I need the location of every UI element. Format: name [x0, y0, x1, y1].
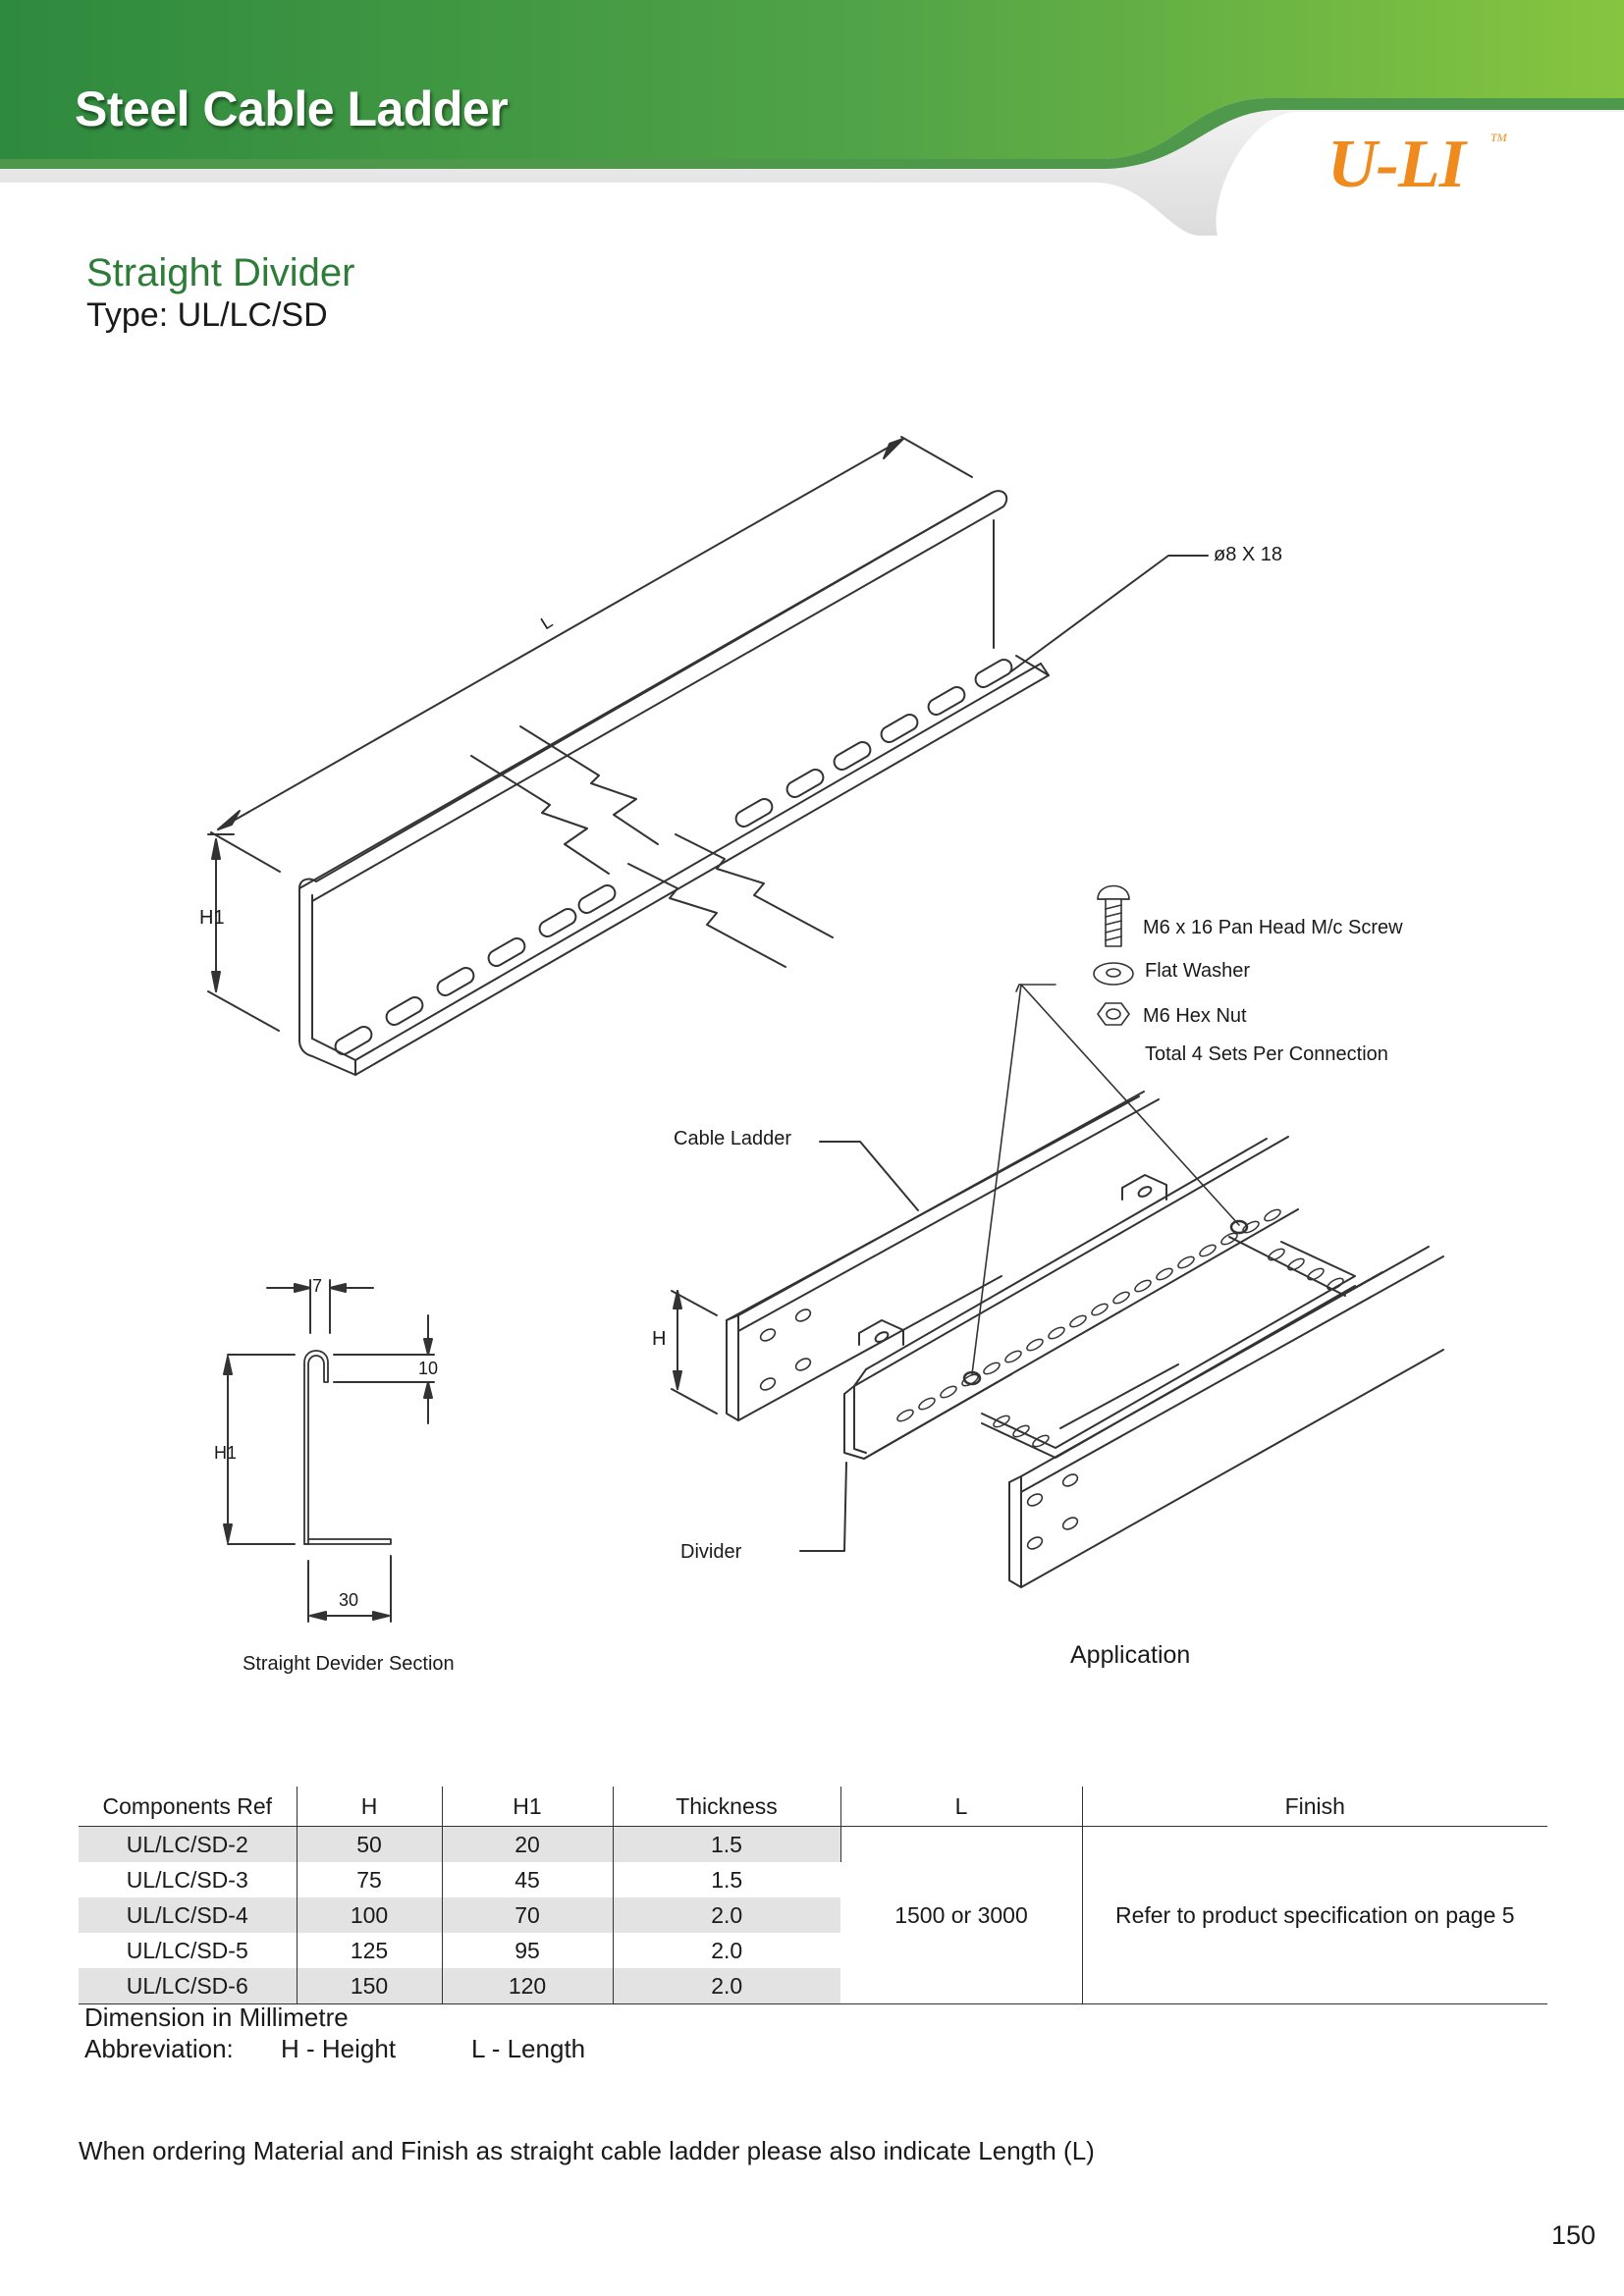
spec-table: Components Ref H H1 Thickness L Finish U… — [79, 1787, 1547, 2004]
slot-size-label: ø8 X 18 — [1214, 544, 1283, 565]
dimension-note: Dimension in Millimetre — [84, 2002, 349, 2032]
cell-thickness: 1.5 — [613, 1826, 841, 1862]
section-dimension-7: 7 — [312, 1276, 323, 1296]
col-header-components-ref: Components Ref — [79, 1787, 298, 1827]
slot-holes-left — [334, 884, 617, 1055]
abbreviation-height: H - Height — [281, 2034, 397, 2063]
cell-ref: UL/LC/SD-4 — [79, 1897, 298, 1933]
cell-ref: UL/LC/SD-2 — [79, 1826, 298, 1862]
divider-section-drawing — [223, 1279, 435, 1623]
sets-label: Total 4 Sets Per Connection — [1145, 1043, 1388, 1065]
cell-length: 1500 or 3000 — [840, 1826, 1083, 2004]
divider-flange-slots — [896, 1208, 1281, 1422]
ordering-note: When ordering Material and Finish as str… — [79, 2136, 1095, 2165]
cell-ref: UL/LC/SD-6 — [79, 1968, 298, 2004]
cell-h: 125 — [297, 1933, 443, 1968]
cell-thickness: 2.0 — [613, 1968, 840, 2004]
cell-ref: UL/LC/SD-3 — [79, 1862, 298, 1897]
cell-h1: 20 — [442, 1826, 614, 1862]
divider-label: Divider — [680, 1541, 742, 1563]
section-caption: Straight Devider Section — [243, 1653, 455, 1675]
section-type: Type: UL/LC/SD — [86, 296, 328, 334]
technical-drawings — [207, 436, 1444, 1623]
cell-thickness: 1.5 — [711, 1866, 743, 1893]
section-dimension-10: 10 — [418, 1359, 439, 1378]
header-band — [0, 0, 1624, 236]
table-row: UL/LC/SD-3 75 45 1.5 — [79, 1862, 1547, 1897]
section-dimension-h1: H1 — [214, 1443, 238, 1463]
ladder-left-holes — [759, 1308, 812, 1391]
page-number: 150 — [1551, 2220, 1597, 2250]
table-row: UL/LC/SD-2 50 20 1.5 1500 or 3000 Refer … — [79, 1826, 1547, 2004]
cell-h: 50 — [297, 1826, 443, 1862]
header-title: Steel Cable Ladder — [75, 81, 509, 136]
abbreviation-label: Abbreviation: — [84, 2034, 234, 2063]
cell-h1: 120 — [442, 1968, 614, 2004]
section-title: Straight Divider — [86, 251, 355, 294]
abbreviation-length: L - Length — [471, 2034, 586, 2063]
cell-h: 75 — [297, 1862, 443, 1897]
screw-label: M6 x 16 Pan Head M/c Screw — [1143, 917, 1403, 938]
table-row: UL/LC/SD-4 100 70 2.0 — [79, 1897, 1547, 1933]
washer-label: Flat Washer — [1145, 960, 1251, 982]
cell-h: 100 — [297, 1897, 443, 1933]
cell-thickness: 2.0 — [613, 1897, 840, 1933]
cell-thickness: 2.0 — [711, 1937, 743, 1963]
fastener-icons — [971, 884, 1240, 1375]
cell-h1: 95 — [442, 1933, 614, 1968]
slot-holes-right — [734, 659, 1013, 828]
cell-h1: 70 — [442, 1897, 614, 1933]
col-header-h: H — [297, 1787, 443, 1827]
col-header-h1: H1 — [442, 1787, 614, 1827]
ladder-right-holes — [1026, 1473, 1079, 1550]
cell-ref: UL/LC/SD-5 — [79, 1933, 298, 1968]
table-row: UL/LC/SD-6 150 120 2.0 — [79, 1968, 1547, 2004]
col-header-finish: Finish — [1082, 1787, 1547, 1827]
trademark-mark: TM — [1490, 131, 1507, 144]
section-dimension-30: 30 — [339, 1590, 359, 1610]
table-header-row: Components Ref H H1 Thickness L Finish — [79, 1787, 1547, 1827]
col-header-length: L — [840, 1787, 1083, 1827]
cell-finish: Refer to product specification on page 5 — [1082, 1826, 1547, 2004]
col-header-thickness: Thickness — [613, 1787, 841, 1827]
application-caption: Application — [1070, 1641, 1191, 1669]
nut-label: M6 Hex Nut — [1143, 1005, 1247, 1027]
rung-slots — [993, 1248, 1344, 1448]
cell-h: 150 — [297, 1968, 443, 2004]
divider-isometric-drawing — [207, 436, 1209, 1076]
dimension-label-h1: H1 — [199, 907, 225, 929]
cable-ladder-label: Cable Ladder — [674, 1128, 792, 1149]
brand-logo: U-LI — [1327, 127, 1466, 202]
table-row: UL/LC/SD-5 125 95 2.0 — [79, 1933, 1547, 1968]
dimension-label-h: H — [652, 1328, 667, 1350]
application-drawing — [671, 1091, 1444, 1588]
cell-h1: 45 — [442, 1862, 614, 1897]
